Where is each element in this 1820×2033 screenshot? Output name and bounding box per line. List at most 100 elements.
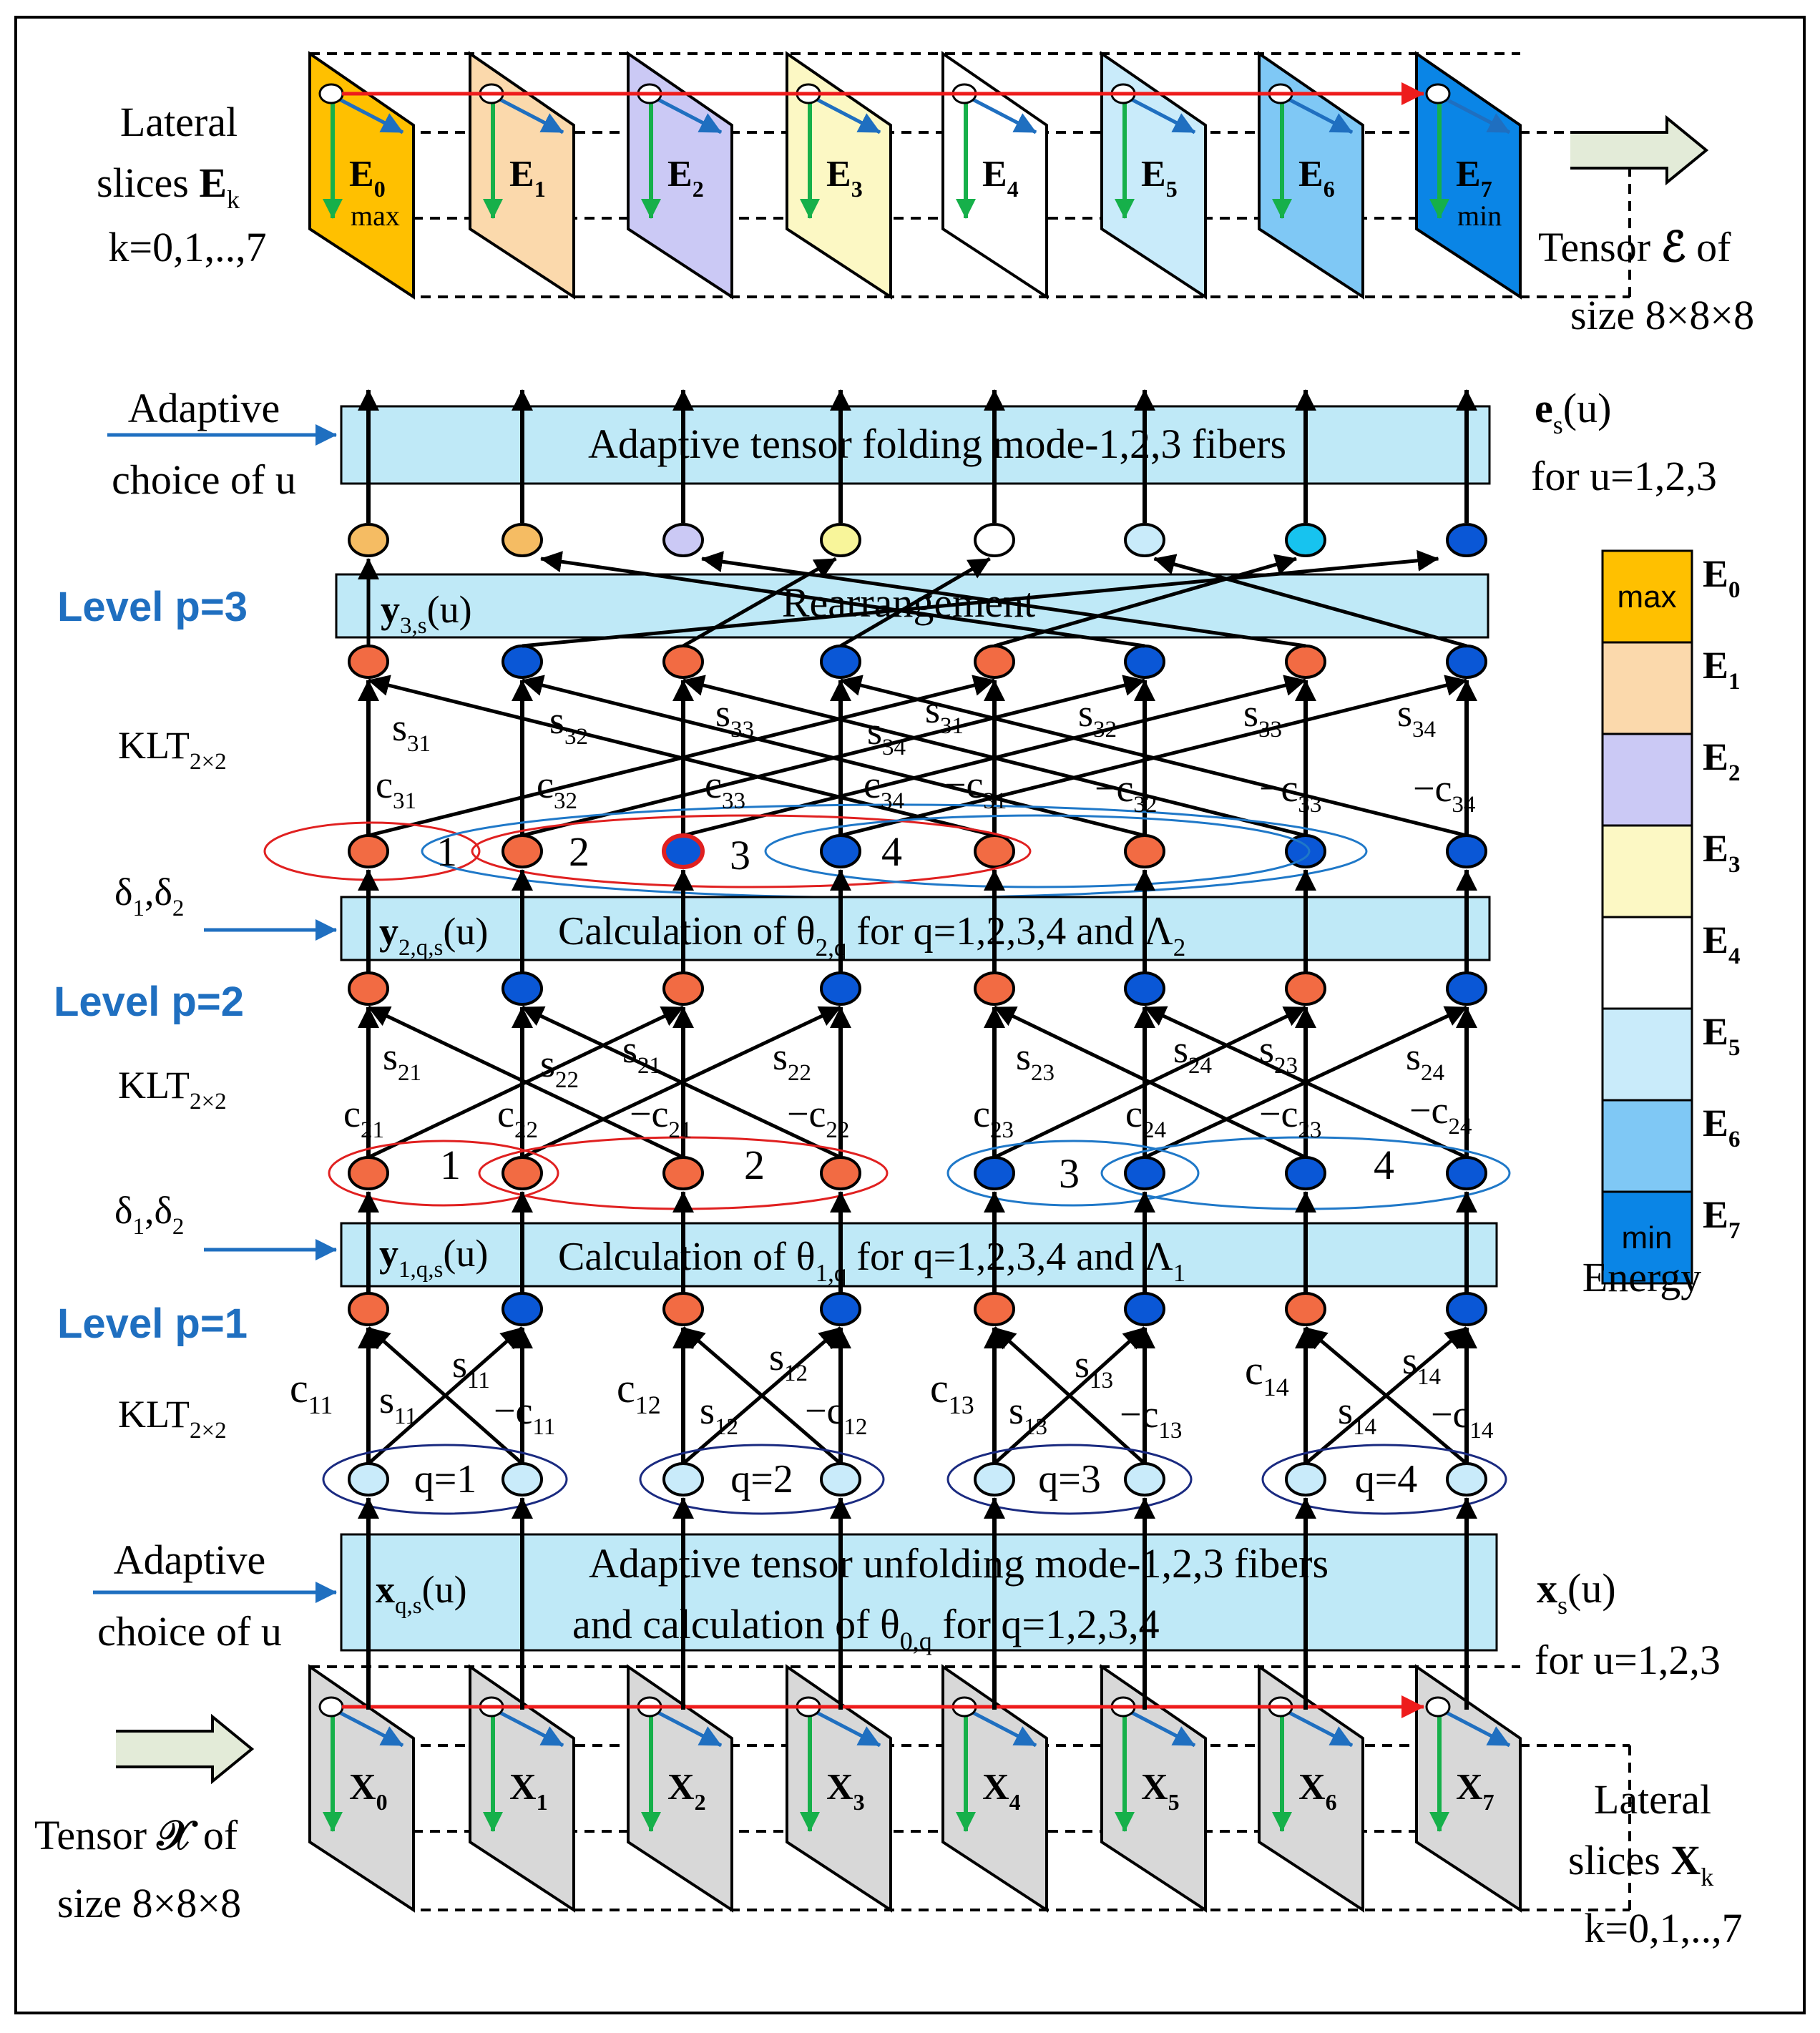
unfolding-text-line2: and calculation of θ0,q for q=1,2,3,4 [572,1601,1160,1655]
level1-cross-arrow [682,1326,842,1465]
level2-pair-number: 3 [1059,1150,1080,1197]
level3-output-node [974,645,1015,679]
level2-input-node [348,1156,389,1190]
level2-s-label: s22 [773,1035,811,1086]
top-lateral-line2: slices Ek [97,160,240,214]
level1-output-node [502,1292,543,1326]
level1-output-node [1285,1292,1326,1326]
level3-output-node [1124,645,1165,679]
bottom-lateral-line1: Lateral [1594,1776,1711,1823]
legend-swatch [1601,916,1693,1010]
level2-output-node [1446,971,1487,1006]
level1-c-label: c13 [930,1365,974,1419]
legend-swatch [1601,1007,1693,1102]
level1-input-node [820,1462,861,1496]
level3-c-label: −c34 [1413,767,1475,818]
legend-tag: max [1617,579,1676,614]
level2-c-label: −c24 [1409,1089,1472,1140]
rearrangement-text: Rearrangement [782,579,1035,626]
level3-c-label: −c31 [944,763,1007,814]
level3-pair-number: 1 [436,828,457,875]
level2-input-node [662,1156,704,1190]
level2-pair-number: 4 [1374,1142,1394,1188]
level3-pair-number: 4 [881,828,902,875]
unfolding-right-line1: xs(u) [1537,1565,1616,1620]
energy-slice-label: E4 [982,154,1019,202]
level2-calc-var: y2,q,s(u) [379,910,488,961]
level2-s-label: s24 [1406,1035,1444,1086]
output-node [1285,523,1326,557]
energy-slice-label: E1 [509,154,546,202]
level2-calc-box [340,896,1491,961]
level2-output-node [1124,971,1165,1006]
slice-note: max [351,200,400,232]
q-label: q=2 [730,1457,793,1502]
level2-output-node [1285,971,1326,1006]
legend-label: E1 [1703,644,1741,695]
level1-input-node [974,1462,1015,1496]
blue-fiber-arrow [810,94,881,134]
level2-c-label: −c22 [787,1092,849,1143]
level1-calc-var: y1,q,s(u) [379,1232,488,1283]
level3-cross-arrow [522,675,1145,838]
output-node [1446,523,1487,557]
level1-s-left-label: s14 [1338,1389,1376,1440]
folding-left-line1: Adaptive [128,385,280,431]
folding-right-line1: es(u) [1535,385,1611,439]
level1-input-node [502,1462,543,1496]
level3-output-node [662,645,704,679]
level2-pair-number: 1 [440,1142,461,1188]
unfolding-left-line2: choice of u [97,1608,282,1655]
legend-swatch [1601,1099,1693,1193]
level1-pair-ellipse-1 [322,1444,568,1515]
level3-c-label: c33 [705,763,745,814]
level3-cross-arrow [368,675,995,838]
folding-left-line2: choice of u [112,456,296,503]
level2-delta-label: δ1,δ2 [114,871,184,921]
level1-output-node [820,1292,861,1326]
blue-fiber-arrow [651,94,723,134]
level1-input-node [348,1462,389,1496]
legend-swatch [1601,641,1693,735]
rearrangement-arrow [701,551,1306,648]
level3-s-label: s33 [1243,692,1282,743]
level2-cross-arrow [993,1005,1307,1160]
level3-c-label: −c33 [1259,767,1321,818]
level3-pair-number: 2 [569,828,589,875]
level1-output-node [974,1292,1015,1326]
level3-klt-label: KLT2×2 [118,724,227,775]
level1-pair-ellipse-4 [1261,1444,1507,1515]
level1-klt-label: KLT2×2 [118,1393,227,1444]
level3-input-node [1124,834,1165,868]
level2-cross-arrow [521,1005,842,1160]
unfolding-right-line2: for u=1,2,3 [1535,1637,1721,1683]
level2-input-node [1285,1156,1326,1190]
blue-fiber-arrow [333,1708,404,1748]
energy-slice-label: E5 [1141,154,1178,202]
legend-label: E7 [1703,1193,1741,1244]
level1-input-node [1446,1462,1487,1496]
level2-input-node [1124,1156,1165,1190]
level3-input-node [1285,834,1326,868]
level3-pair-number: 3 [730,832,750,878]
level2-klt-label: KLT2×2 [118,1064,227,1115]
folding-box [340,405,1491,485]
legend-label: E4 [1703,918,1741,969]
output-tensor-label-line2: size 8×8×8 [1570,292,1754,338]
level1-input-node [1285,1462,1326,1496]
level2-c-label: c24 [1125,1092,1166,1143]
level2-c-label: −c21 [630,1092,692,1143]
level3-output-node [502,645,543,679]
blue-fiber-arrow [1125,94,1196,134]
legend-swatch [1601,824,1693,918]
legend-label: E6 [1703,1102,1741,1152]
level1-input-node [1124,1462,1165,1496]
level1-mc-label: −c14 [1431,1393,1493,1444]
level1-output-node [662,1292,704,1326]
slice-note: min [1457,200,1502,232]
level3-s-label: s32 [1078,692,1117,743]
blue-fiber-arrow [966,94,1037,134]
input-tensor-arrow [116,1713,255,1785]
input-slice-label: X0 [349,1767,388,1815]
